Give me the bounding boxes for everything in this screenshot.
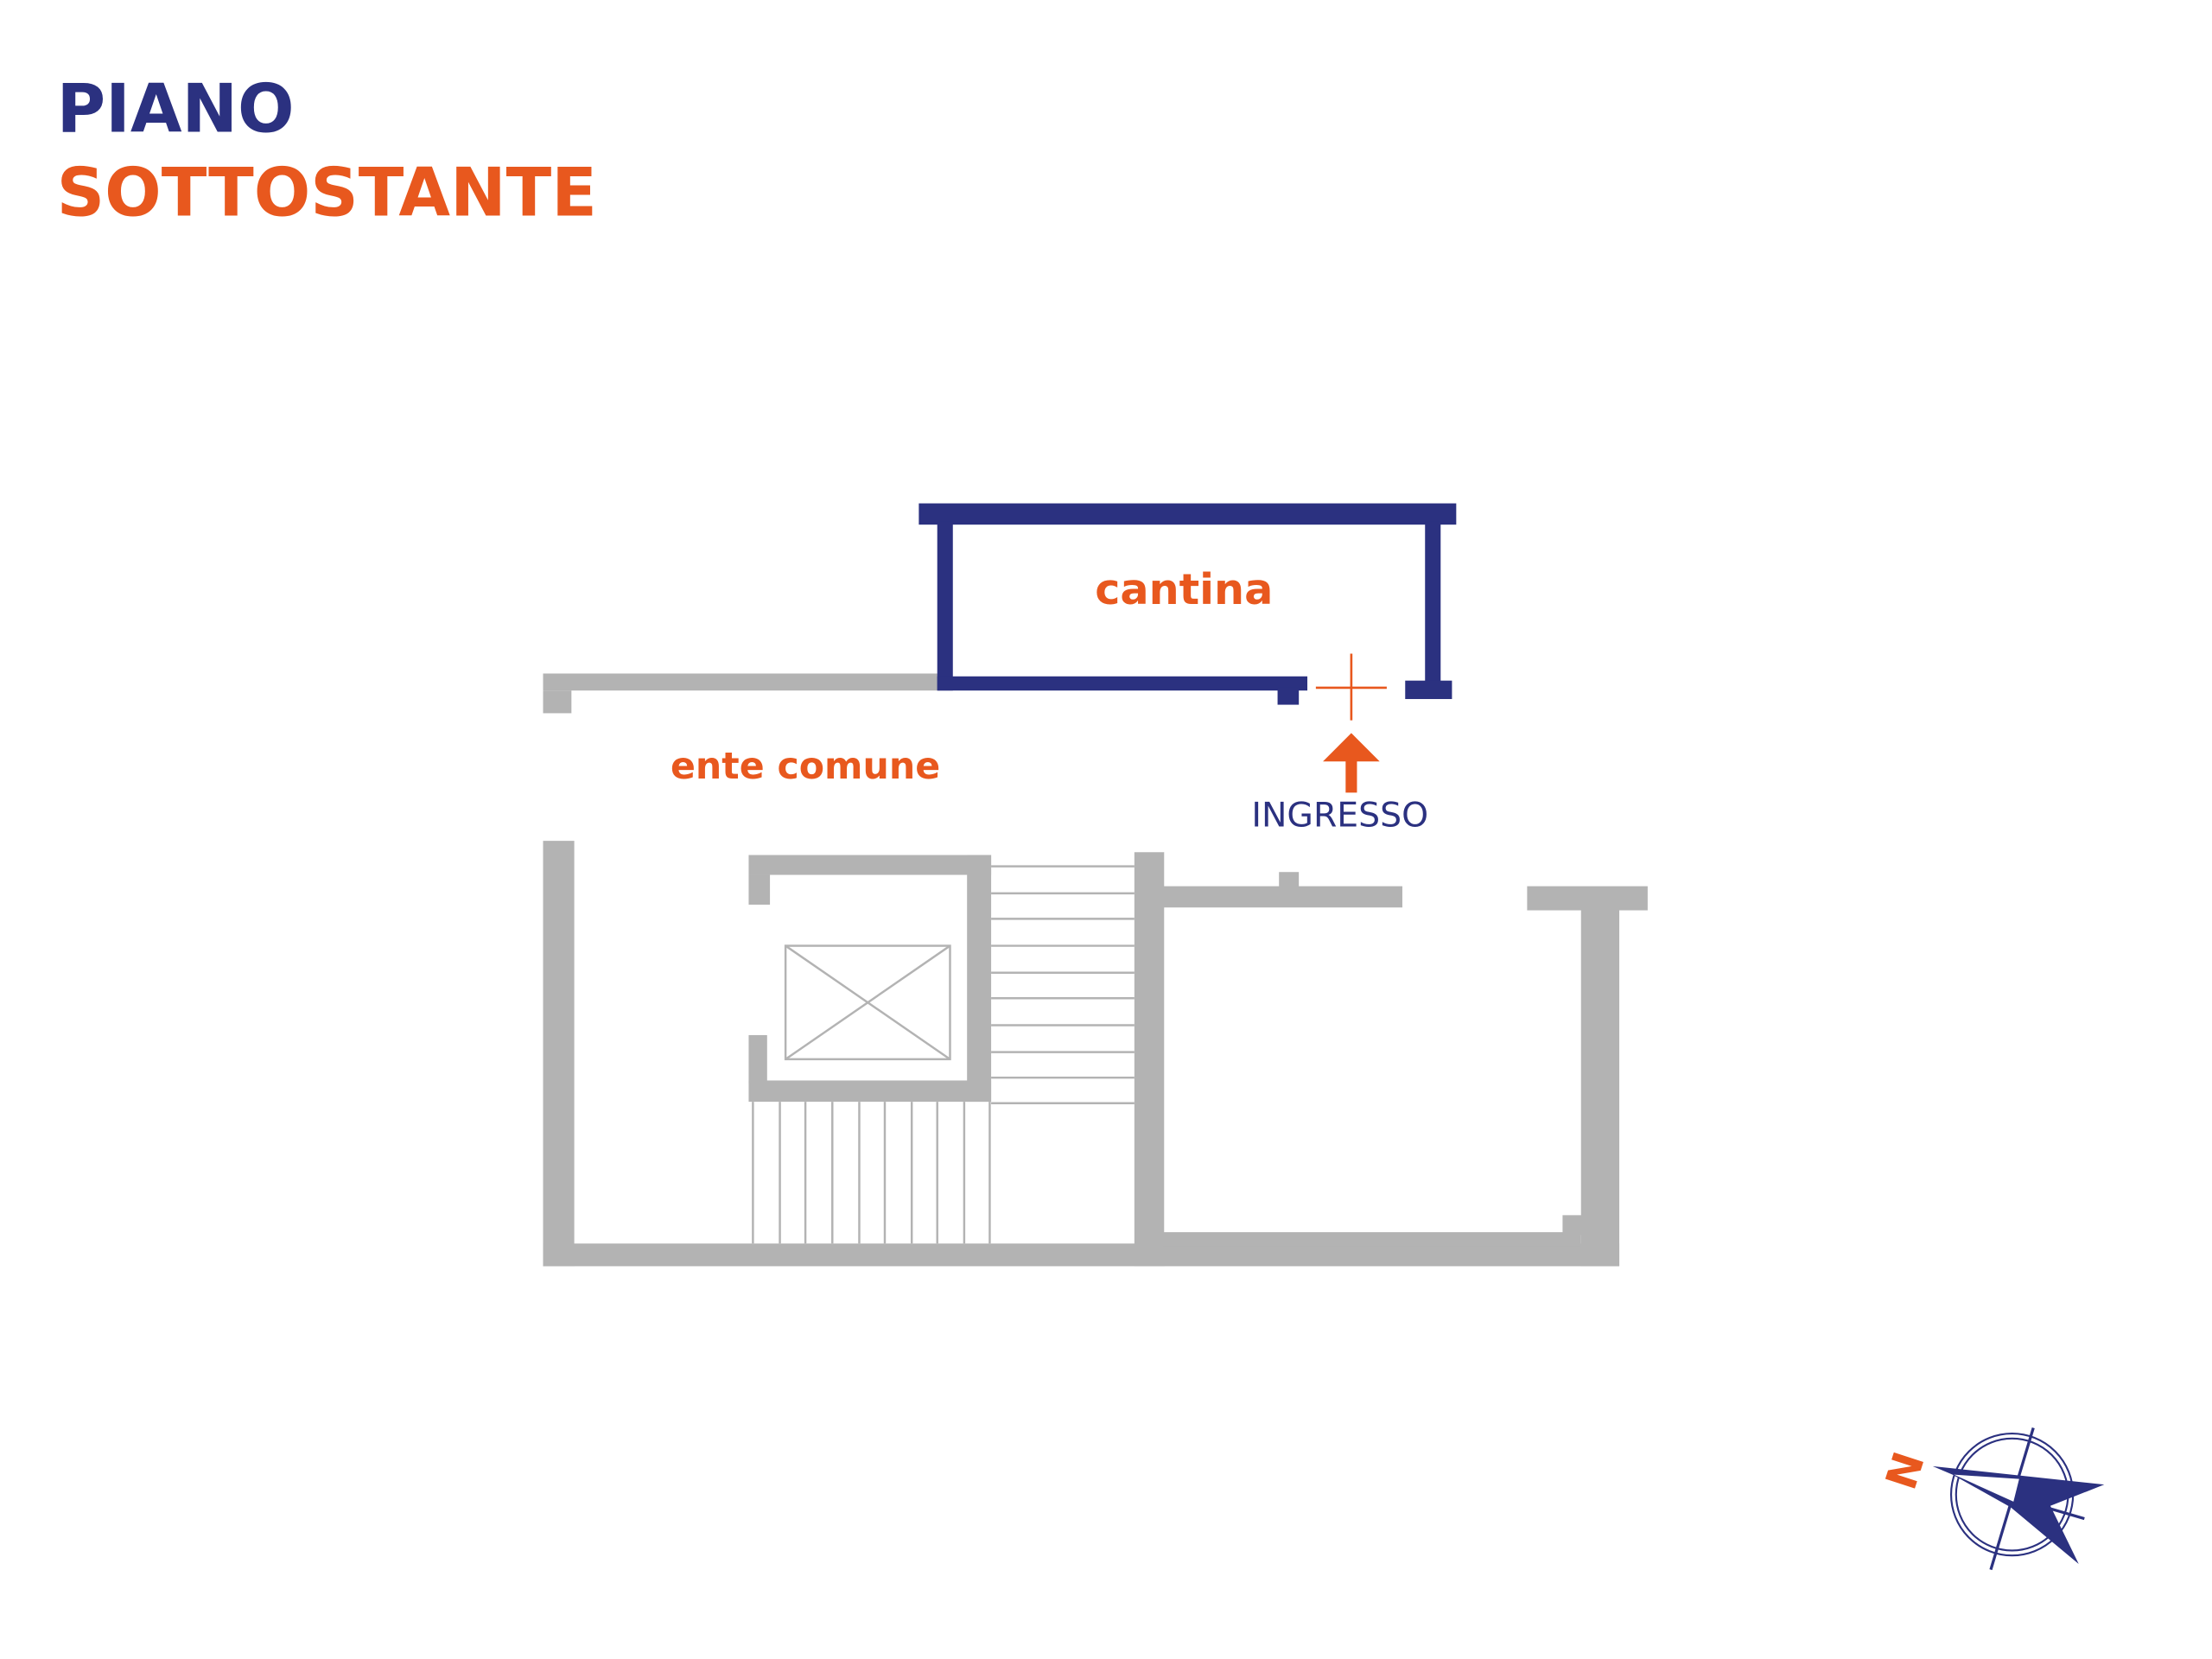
stairs <box>752 865 1135 1244</box>
room-label-ente-comune: ente comune <box>671 745 940 788</box>
elevator-cab-icon <box>784 944 951 1061</box>
entrance-label: INGRESSO <box>1251 796 1428 836</box>
common-walls <box>543 673 1648 1267</box>
entrance-arrow-icon <box>1323 733 1380 793</box>
door-cross-icon <box>1315 653 1387 721</box>
title-sottostante: SOTTOSTANTE <box>57 154 597 232</box>
room-label-cantina: cantina <box>1095 564 1273 614</box>
cantina-walls <box>918 503 1457 705</box>
compass-north-label: N <box>1876 1446 1935 1496</box>
elevator-shaft <box>748 855 992 1103</box>
title-piano: PIANO <box>57 71 295 149</box>
compass-rose-icon: N <box>1876 1427 2105 1571</box>
